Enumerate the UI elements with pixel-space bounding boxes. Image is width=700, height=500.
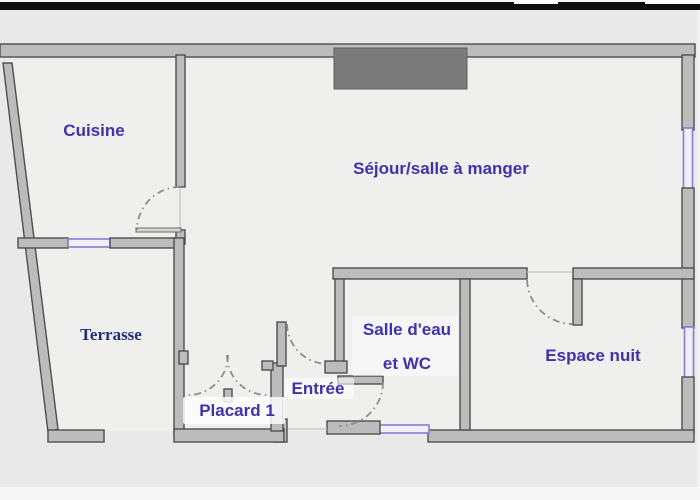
room-label-terrasse: Terrasse — [80, 325, 142, 344]
right-light-strip — [697, 10, 700, 487]
entree-label-box — [284, 378, 354, 399]
room-label-sejour: Séjour/salle à manger — [353, 159, 529, 178]
placard-label-box — [183, 397, 285, 424]
window-sejour-right — [682, 127, 694, 190]
wall-middle-left — [332, 267, 528, 280]
wall-placard-stub-left — [178, 350, 189, 365]
wall-middle-right — [572, 267, 695, 280]
wall-bottom-right — [427, 429, 695, 443]
window-espace-nuit-right — [683, 326, 695, 379]
wall-terrasse-bottom — [47, 429, 105, 443]
wall-cuisine-sejour — [175, 54, 186, 188]
top-bar-notch — [645, 0, 700, 4]
door-arc-espace-nuit — [526, 279, 573, 325]
room-label-salle-eau-line2: et WC — [382, 354, 432, 373]
wall-entree-left-upper — [276, 321, 287, 367]
wall-salle-eau-stub — [324, 360, 348, 374]
dark-block — [333, 47, 468, 90]
wall-right-upper — [681, 54, 695, 131]
room-label-salle-eau-line1: Salle d'eau — [362, 320, 452, 339]
door-arc-placard-right — [226, 354, 268, 396]
room-label-cuisine: Cuisine — [63, 121, 125, 140]
cuisine-door-leaf — [135, 227, 182, 233]
wall-placard-nib — [261, 360, 274, 371]
salle-eau-label-box — [352, 316, 458, 376]
bottom-light-strip — [0, 487, 700, 500]
wall-cuisine-bottom-right — [109, 237, 176, 249]
wall-cuisine-bottom-left — [17, 237, 69, 249]
door-arc-salle-eau — [338, 381, 384, 427]
wall-bottom-middle — [326, 420, 381, 435]
wall-right-middle — [681, 187, 695, 329]
room-label-placard: Placard 1 — [199, 401, 275, 420]
wall-right-lower — [681, 376, 695, 434]
wall-salle-eau-espace-nuit — [459, 278, 471, 431]
top-white-strip — [0, 0, 700, 3]
wall-salle-eau-left — [334, 278, 345, 365]
room-label-entree: Entrée — [291, 379, 345, 398]
top-bar-notch — [514, 0, 558, 4]
door-arc-entree — [286, 323, 329, 365]
window-cuisine — [67, 238, 111, 248]
wall-espace-nuit-partition — [572, 278, 583, 326]
door-arc-cuisine — [136, 186, 181, 231]
window-bottom — [377, 424, 430, 434]
top-black-bar — [0, 2, 700, 10]
room-label-espace-nuit: Espace nuit — [545, 346, 641, 365]
wall-placard-bottom — [173, 428, 285, 443]
